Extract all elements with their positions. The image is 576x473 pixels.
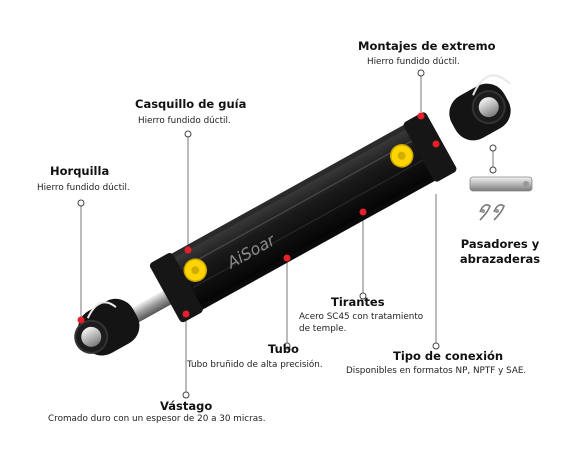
tube [160,122,446,313]
retaining-clip-right [472,74,511,96]
callout-casquillo-title: Casquillo de guía [135,97,247,111]
clevis-left [74,298,140,356]
spare-pin-and-clips [469,176,533,221]
marker-conexion [432,140,440,148]
callout-conexion-title: Tipo de conexión [393,349,504,363]
clevis-right [449,74,511,141]
marker-tubo [283,254,291,262]
retaining-clip-left [86,301,117,319]
callout-tirantes-desc-2: de temple. [299,324,347,334]
spare-clip-2 [493,204,505,221]
clevis-pin-right [478,97,499,118]
rod-end-cap [149,252,203,323]
callout-montajes-desc: Hierro fundido dúctil. [367,57,460,67]
callout-tubo-desc: Tubo bruñido de alta precisión. [187,360,323,370]
base-end-cap [403,112,457,182]
callout-horquilla-title: Horquilla [50,164,110,178]
marker-horquilla [77,316,85,324]
callout-tirantes-desc-1: Acero SC45 con tratamiento [299,312,424,322]
leader-end-dots [77,69,497,399]
marker-montajes [417,112,425,120]
marker-tirantes [359,208,367,216]
callout-conexion-desc: Disponibles en formatos NP, NPTF y SAE. [346,366,527,376]
callout-pasadores-title-2: abrazaderas [459,252,541,266]
callout-vastago-title: Vástago [160,399,213,413]
spare-clip-1 [479,204,491,221]
red-markers [77,112,440,324]
marker-vastago [182,310,190,318]
tie-rod-top [165,121,413,262]
callout-montajes-title: Montajes de extremo [358,39,496,53]
hydraulic-cylinder: AiSoar [74,74,511,356]
callout-vastago-desc: Cromado duro con un espesor de 20 a 30 m… [48,414,266,424]
callout-horquilla-desc: Hierro fundido dúctil. [37,183,130,193]
spare-pin [469,176,533,192]
callout-tirantes-title: Tirantes [331,295,385,309]
callout-casquillo-desc: Hierro fundido dúctil. [138,116,231,126]
leader-lines [80,74,494,394]
marker-casquillo [184,246,192,254]
callout-tubo-title: Tubo [268,342,299,356]
clevis-pin-left [81,326,102,347]
callout-pasadores-title-1: Pasadores y [460,237,540,251]
tie-rod-bottom [193,173,442,314]
